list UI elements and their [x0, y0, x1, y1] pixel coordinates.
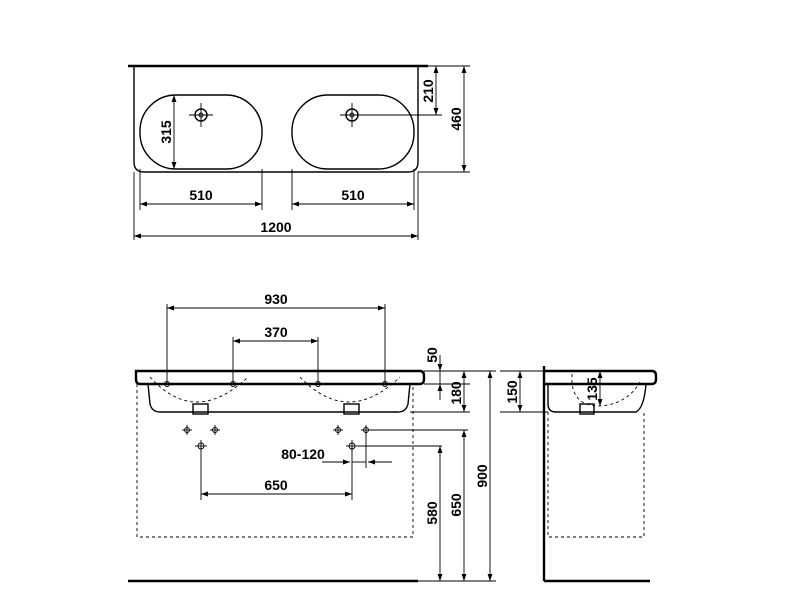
- right-tap-hole-icon: [340, 103, 364, 127]
- left-waste-outlet: [192, 403, 209, 415]
- right-bowl-hidden-line: [299, 376, 401, 403]
- right-bowl: [291, 94, 415, 170]
- right-waste-outlet: [343, 403, 360, 415]
- right-connection-points-icon: [333, 425, 371, 452]
- side-cabinet-hidden-outline: [547, 412, 645, 538]
- dim-900: 900: [474, 464, 490, 488]
- dim-460: 460: [448, 107, 464, 131]
- cabinet-hidden-outline: [136, 384, 414, 538]
- dim-315: 315: [158, 120, 174, 144]
- side-basin-body: [547, 383, 647, 413]
- dim-150: 150: [504, 380, 520, 404]
- dim-650-vertical: 650: [448, 493, 464, 517]
- dim-210: 210: [420, 79, 436, 103]
- basin-body: [147, 383, 411, 413]
- dim-1200: 1200: [260, 219, 291, 235]
- dim-50: 50: [424, 347, 440, 363]
- front-view: 930 370: [128, 291, 496, 583]
- side-view: 150 135: [500, 366, 658, 583]
- dim-180: 180: [448, 381, 464, 405]
- side-basin-rim: [544, 369, 658, 386]
- left-bowl: [139, 94, 263, 170]
- dim-510-left: 510: [189, 187, 213, 203]
- dim-930: 930: [264, 291, 288, 307]
- dim-80-120: 80-120: [281, 446, 325, 462]
- dim-135: 135: [584, 377, 600, 401]
- dim-510-right: 510: [341, 187, 365, 203]
- left-tap-hole-icon: [189, 103, 213, 127]
- left-connection-points-icon: [182, 425, 220, 452]
- side-waste-outlet: [579, 403, 595, 415]
- left-bowl-hidden-line: [149, 376, 249, 403]
- side-bowl-hidden-line: [571, 373, 641, 407]
- dim-580: 580: [424, 501, 440, 525]
- top-view: 210 460 315 510 510 1200: [128, 64, 470, 240]
- basin-rim: [134, 369, 426, 386]
- basin-top-outline: [133, 66, 419, 173]
- dim-370: 370: [264, 324, 288, 340]
- dim-650-horizontal: 650: [264, 477, 288, 493]
